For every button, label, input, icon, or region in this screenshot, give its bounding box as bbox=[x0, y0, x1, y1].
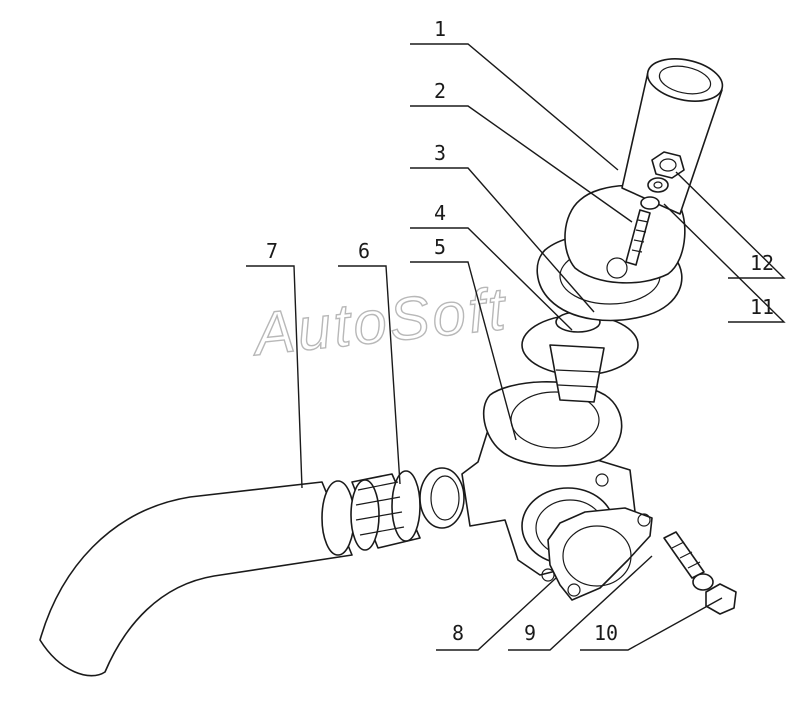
watermark-text: AutoSoft bbox=[248, 275, 511, 369]
cover-plate-part-9 bbox=[547, 507, 653, 601]
seal-ring bbox=[419, 467, 465, 529]
label-7: 7 bbox=[266, 239, 278, 263]
label-2: 2 bbox=[434, 79, 446, 103]
label-12: 12 bbox=[750, 251, 774, 275]
label-10: 10 bbox=[594, 621, 618, 645]
leader-lines bbox=[246, 43, 786, 651]
nut-part-12 bbox=[651, 151, 685, 179]
hose-part-7 bbox=[39, 480, 355, 677]
label-9: 9 bbox=[524, 621, 536, 645]
bolt-part-10 bbox=[663, 531, 737, 615]
label-3: 3 bbox=[434, 141, 446, 165]
label-1: 1 bbox=[434, 17, 446, 41]
label-6: 6 bbox=[358, 239, 370, 263]
stud-part-2 bbox=[625, 209, 651, 266]
outlet-pipe-part-1 bbox=[564, 58, 724, 284]
clamp-part-6 bbox=[350, 470, 421, 551]
label-8: 8 bbox=[452, 621, 464, 645]
washer-part-11 bbox=[640, 177, 669, 210]
label-5: 5 bbox=[434, 235, 446, 259]
label-11: 11 bbox=[750, 295, 774, 319]
label-4: 4 bbox=[434, 201, 446, 225]
